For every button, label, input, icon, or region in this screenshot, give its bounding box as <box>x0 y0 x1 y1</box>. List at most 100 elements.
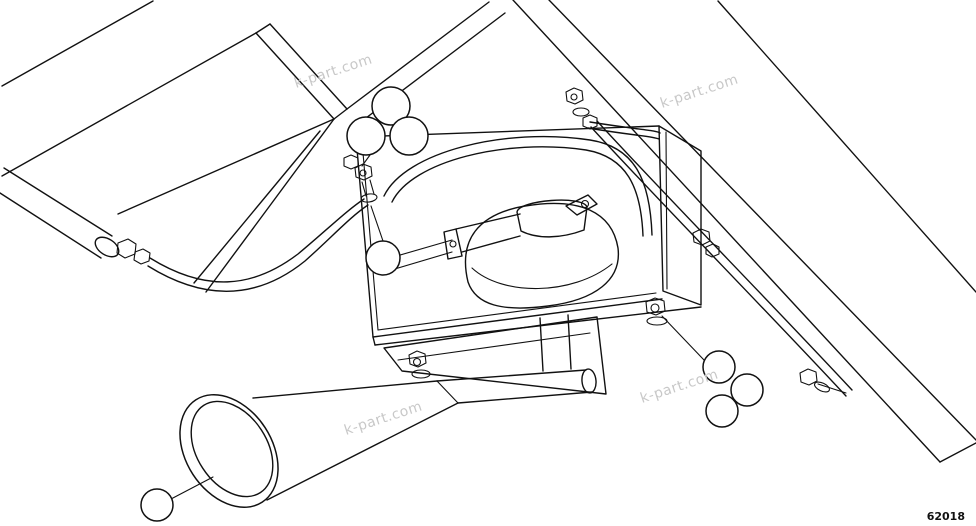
channel-edge <box>269 23 348 110</box>
bolt-hex <box>645 297 666 316</box>
horn-stem <box>567 314 572 370</box>
frame-edge <box>1 32 257 177</box>
hose-fitting-hex <box>116 238 137 259</box>
bolt-hex <box>408 350 427 368</box>
bolt-hex <box>799 368 818 386</box>
frame-edge <box>1 0 154 87</box>
mount-arm <box>461 235 521 253</box>
fitting-nipple <box>361 181 367 197</box>
lower-bracket-plate <box>383 316 607 395</box>
internal-hose-loop <box>391 146 644 237</box>
horn-bell-inner <box>190 400 274 498</box>
horn-cylinder-edge <box>457 391 593 404</box>
washer <box>411 369 431 379</box>
channel-edge <box>255 32 335 120</box>
compressor-cap <box>516 199 588 238</box>
bolt-head-mark <box>570 93 578 101</box>
bracket-back-plate <box>658 125 702 306</box>
watermarks: k-part.com k-part.com k-part.com k-part.… <box>292 51 740 438</box>
supply-hose <box>147 198 369 292</box>
horn-stem <box>539 317 544 372</box>
air-line-branch <box>587 127 660 140</box>
horn-trumpet <box>179 314 597 509</box>
nut-hex <box>343 154 359 170</box>
callout-circle <box>140 488 174 522</box>
hose-line <box>147 204 369 292</box>
watermark-text: k-part.com <box>638 366 720 406</box>
channel-lower-edge <box>205 118 335 293</box>
inline-fitting-nut <box>705 243 720 258</box>
rail-flange-edge <box>717 0 976 293</box>
callout-leaders <box>170 154 705 500</box>
rail-edge <box>512 0 941 463</box>
callout-circle <box>702 350 736 384</box>
bolt-shank <box>817 383 847 394</box>
watermark-text: k-part.com <box>658 71 740 111</box>
rail-end-cap <box>939 442 976 463</box>
figure-number: 62018 <box>927 510 965 523</box>
mount-arm <box>455 213 521 230</box>
callout-circle <box>371 86 411 126</box>
callout-circle <box>346 116 386 156</box>
internal-hose-loop <box>383 135 653 236</box>
bolt-head-mark <box>359 169 367 177</box>
bolt-hex <box>354 163 373 181</box>
mount-arm-hole <box>449 240 457 248</box>
horn-bell-outer <box>179 393 279 509</box>
floor-edge <box>346 1 490 110</box>
leader-line <box>661 315 705 361</box>
bracket-bottom-inner <box>377 292 657 331</box>
air-line-branch <box>589 121 661 134</box>
terminal-tab <box>565 194 598 216</box>
bracket-bottom-edge <box>372 298 663 338</box>
horn-cylinder-edge <box>436 369 587 382</box>
tube-edge <box>0 192 102 259</box>
floor-edge <box>117 118 335 215</box>
compressor-body <box>464 202 620 309</box>
mount-arm-plate <box>443 228 463 260</box>
bolt-hex <box>565 87 584 105</box>
callout-circle <box>705 394 739 428</box>
air-line <box>590 126 847 397</box>
horn-cylinder-cap <box>581 368 597 394</box>
callout-circle <box>365 240 401 276</box>
compressor-rim <box>471 263 613 290</box>
hose-line <box>149 198 365 283</box>
floor-edge <box>333 108 348 120</box>
bracket-left-inner <box>361 140 379 331</box>
bracket-flange-edge <box>372 336 376 346</box>
top-fasteners <box>565 87 598 130</box>
horn-throat <box>436 380 459 404</box>
lower-bracket <box>383 316 607 395</box>
leader-line <box>370 205 384 242</box>
watermark-text: k-part.com <box>292 51 374 91</box>
bracket-left-edge <box>355 136 374 338</box>
channel-edge <box>255 23 271 34</box>
horn-cone-edge <box>252 380 438 399</box>
terminal-hole <box>580 199 590 209</box>
channel-lower-edge <box>193 130 321 284</box>
fitting-nipple <box>369 179 375 195</box>
bracket-back-plate-fold <box>665 131 668 290</box>
frame-structure-left <box>1 0 506 293</box>
lower-bracket-fold <box>397 332 591 361</box>
frame-rail-right <box>512 0 976 463</box>
left-frame-tube <box>0 167 151 265</box>
tube-edge <box>3 167 113 237</box>
leader-line <box>170 476 214 500</box>
air-line <box>596 120 853 391</box>
hose-fitting-nut <box>133 248 151 265</box>
rail-bolt-right <box>799 368 847 394</box>
watermark-text: k-part.com <box>342 398 424 438</box>
mounting-bracket <box>355 125 702 346</box>
leader-line <box>361 154 371 167</box>
washer <box>572 107 590 117</box>
horn-cone-edge <box>266 402 459 501</box>
bracket-bottom-bolt <box>645 297 668 326</box>
callout-circle <box>730 373 764 407</box>
callout-circle <box>389 116 429 156</box>
bolt-head-mark <box>650 303 660 313</box>
nut-hex <box>582 114 598 130</box>
